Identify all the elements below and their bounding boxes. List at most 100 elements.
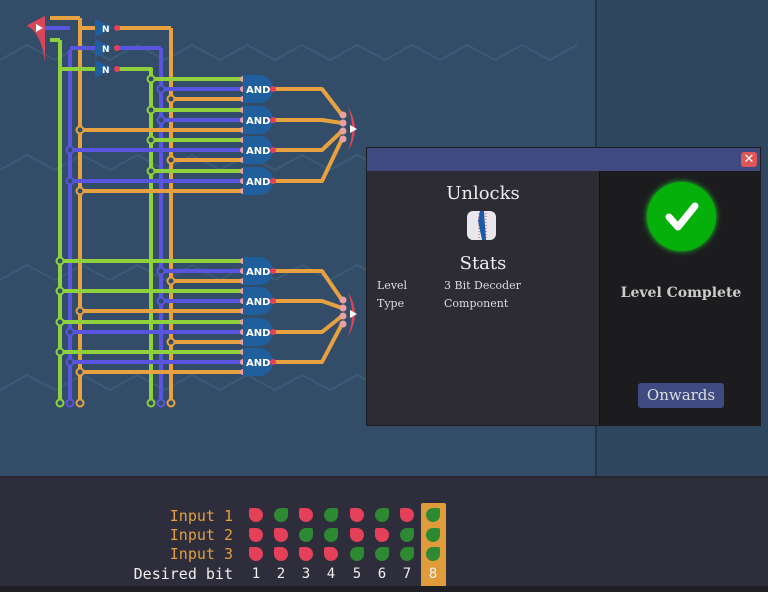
wire-junction (65, 357, 75, 367)
wire-junction (75, 398, 85, 408)
not-gate (95, 19, 113, 37)
not-output (114, 25, 120, 31)
green-wire (115, 67, 153, 79)
status-panel: Level Complete Onwards (599, 171, 761, 426)
output-pin (339, 296, 347, 304)
output-pin (339, 312, 347, 320)
unlocks-panel: Unlocks Stats Level 3 Bit Decoder Type C… (367, 171, 599, 426)
not-output (114, 66, 120, 72)
orange-wire (273, 314, 344, 334)
not-gate-label: N (102, 25, 110, 35)
truth-cell-2-8 (426, 527, 440, 542)
checkmark-icon (647, 182, 716, 251)
wire-junction (55, 286, 65, 296)
stats-title: Stats (459, 253, 507, 274)
orange-wire (273, 87, 344, 117)
column-number[interactable]: 4 (326, 566, 336, 582)
truth-cell-1-4 (324, 508, 338, 522)
wire-junction (146, 398, 156, 408)
wire-junction (55, 347, 65, 357)
and-gate (243, 136, 273, 164)
orange-wire (273, 299, 343, 310)
and-gate-label: AND (246, 116, 270, 127)
desired-bit-label: Desired bit (133, 565, 233, 583)
wire-junction (146, 74, 156, 84)
not-output (114, 45, 120, 51)
wire-junction (65, 176, 75, 186)
truth-cell-3-8 (426, 547, 440, 561)
column-number[interactable]: 2 (276, 566, 286, 582)
column-number[interactable]: 3 (301, 566, 311, 582)
wire-junction (156, 84, 166, 94)
column-number[interactable]: 5 (352, 566, 362, 582)
wire-junction (166, 276, 176, 286)
truth-cell-2-6 (375, 527, 389, 542)
truth-cell-2-4 (324, 527, 338, 542)
input-component (26, 16, 45, 62)
truth-table-panel (0, 476, 768, 592)
wire-junction (166, 94, 176, 104)
truth-cell-1-6 (375, 508, 389, 522)
wire-junction (75, 125, 85, 135)
truth-cell-3-5 (350, 547, 364, 561)
and-gate-label: AND (246, 177, 270, 188)
wire-junction (146, 166, 156, 176)
and-gate-label: AND (246, 267, 270, 278)
wire-junction (146, 135, 156, 145)
not-gate-label: N (102, 66, 110, 76)
and-output (270, 268, 276, 274)
wire-junction (156, 296, 166, 306)
output-pin (339, 127, 347, 135)
output-pin (339, 135, 347, 143)
wire-junction (55, 256, 65, 266)
truth-cell-3-3 (299, 547, 313, 561)
output-component (348, 107, 355, 151)
and-output (270, 117, 276, 123)
column-number[interactable]: 7 (402, 566, 412, 582)
and-output (270, 178, 276, 184)
output-component (348, 292, 355, 336)
and-gate (243, 348, 273, 376)
not-gate (95, 39, 113, 57)
output-arrow-icon (350, 310, 357, 318)
input-3-label: Input 3 (169, 545, 233, 563)
input-2-label: Input 2 (169, 526, 233, 544)
input-arrow-icon (36, 24, 43, 32)
and-gate-label: AND (246, 358, 270, 369)
bottom-strip (0, 586, 768, 592)
wire-junction (146, 105, 156, 115)
truth-cell-2-1 (249, 527, 263, 542)
truth-cell-1-1 (249, 508, 263, 522)
output-arrow-icon (350, 125, 357, 133)
onwards-button[interactable]: Onwards (638, 383, 724, 408)
truth-cell-3-4 (324, 547, 338, 561)
truth-cell-2-5 (350, 527, 364, 542)
and-output (270, 359, 276, 365)
orange-wire (273, 323, 344, 364)
column-number[interactable]: 1 (251, 566, 261, 582)
wire-junction (156, 266, 166, 276)
decoder-component-icon (467, 211, 496, 240)
level-complete-text: Level Complete (620, 285, 742, 301)
orange-wire (273, 138, 344, 183)
truth-cell-3-1 (249, 547, 263, 561)
not-gate-label: N (102, 45, 110, 55)
wire-junction (156, 115, 166, 125)
column-number[interactable]: 8 (428, 566, 438, 582)
wire-junction (55, 398, 65, 408)
input-1-label: Input 1 (169, 507, 233, 525)
wire-junction (65, 398, 75, 408)
wire-junction (65, 145, 75, 155)
stat-type-label: Type (377, 297, 405, 310)
stat-level-label: Level (377, 279, 408, 292)
close-icon[interactable]: ✕ (741, 152, 757, 167)
column-number[interactable]: 6 (377, 566, 387, 582)
wire-junction (75, 367, 85, 377)
truth-cell-3-2 (274, 547, 288, 561)
wire-junction (166, 337, 176, 347)
level-complete-dialog: ✕ Unlocks Stats Level 3 Bit Decoder Type… (366, 147, 761, 426)
truth-cell-2-2 (274, 527, 288, 542)
wire-junction (75, 306, 85, 316)
and-gate (243, 287, 273, 315)
